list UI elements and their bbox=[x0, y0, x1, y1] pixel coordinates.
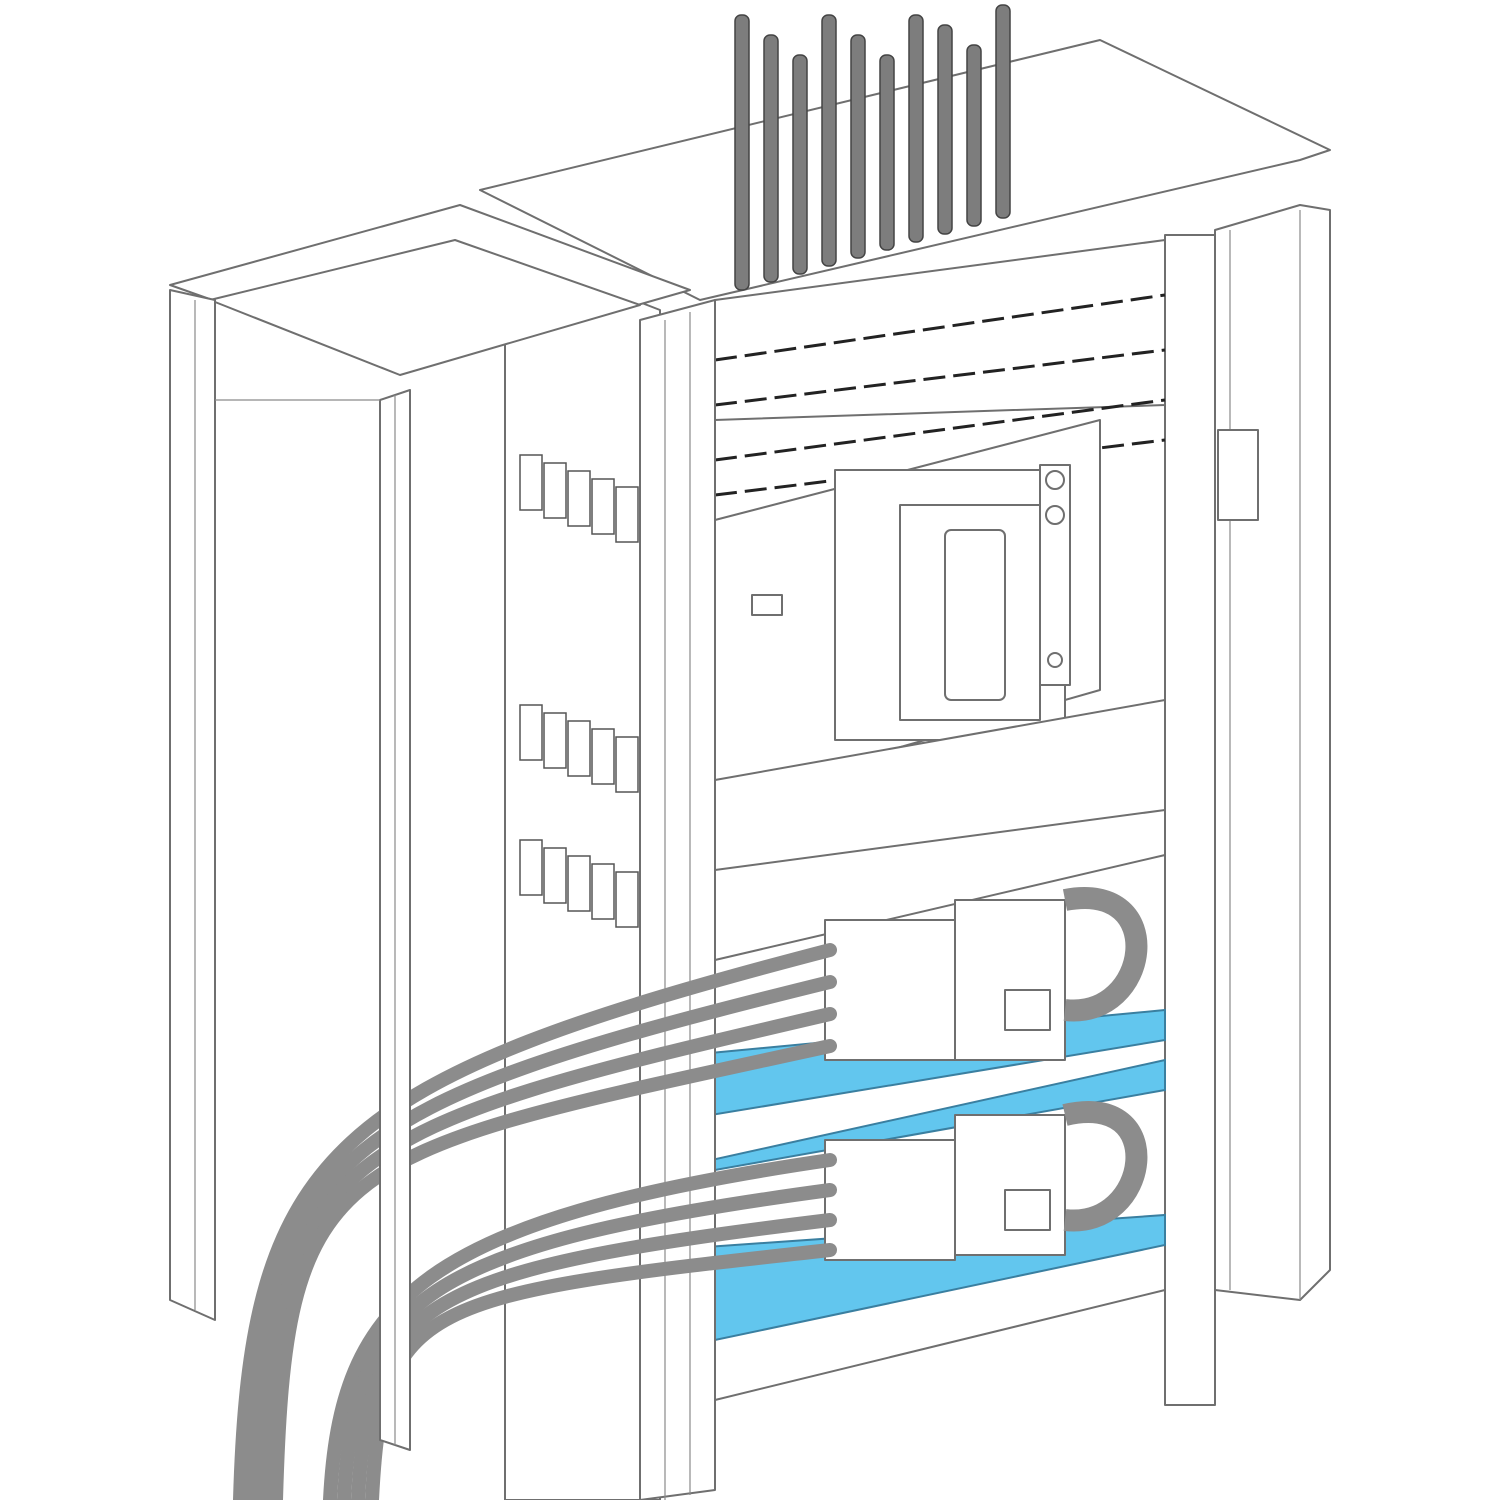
vertical-busbars bbox=[734, 4, 1011, 291]
switch-toggle bbox=[1004, 1189, 1051, 1231]
terminal-block bbox=[615, 736, 639, 793]
vertical-busbar bbox=[734, 14, 750, 291]
switch-toggle bbox=[1004, 989, 1051, 1031]
terminal-block bbox=[543, 847, 567, 904]
terminal-block bbox=[567, 855, 591, 912]
cable-upper bbox=[233, 943, 837, 1500]
vertical-busbar bbox=[850, 34, 866, 259]
vertical-busbar bbox=[995, 4, 1011, 219]
vertical-busbar bbox=[879, 54, 895, 251]
left-rear-post bbox=[169, 289, 216, 1321]
cable-lower bbox=[323, 1153, 837, 1500]
cable-lower bbox=[351, 1213, 837, 1500]
vertical-busbar bbox=[937, 24, 953, 235]
vertical-busbar bbox=[763, 34, 779, 283]
cable-lower bbox=[337, 1183, 837, 1500]
cable-upper bbox=[257, 1007, 837, 1500]
right-cabinet bbox=[479, 39, 1331, 1406]
cable-upper bbox=[269, 1039, 837, 1500]
terminal-block bbox=[543, 712, 567, 769]
terminal-block bbox=[615, 486, 639, 543]
right-side-panel bbox=[1214, 204, 1331, 1301]
middle-front-post bbox=[639, 299, 716, 1500]
vertical-busbar bbox=[792, 54, 808, 275]
switch-output-cable bbox=[1062, 1101, 1148, 1232]
terminal-block bbox=[591, 478, 615, 535]
switch-body bbox=[954, 899, 1066, 1061]
right-inner-post bbox=[1164, 234, 1216, 1406]
switch-terminal-block bbox=[824, 919, 956, 1061]
switch-upper bbox=[824, 887, 1148, 1061]
vertical-busbar bbox=[966, 44, 982, 227]
terminal-block bbox=[519, 839, 543, 896]
cable-upper bbox=[245, 975, 837, 1500]
terminal-block bbox=[543, 462, 567, 519]
terminal-block bbox=[567, 720, 591, 777]
circuit-breaker bbox=[714, 419, 1166, 871]
switch-terminal-block bbox=[824, 1139, 956, 1261]
vertical-busbar bbox=[908, 14, 924, 243]
side-cutout bbox=[1217, 429, 1259, 521]
terminal-block bbox=[567, 470, 591, 527]
cables bbox=[233, 943, 837, 1500]
label-plate bbox=[751, 594, 783, 616]
terminal-block bbox=[591, 863, 615, 920]
switch-lower bbox=[824, 1101, 1148, 1261]
breaker-accessories bbox=[1039, 464, 1071, 686]
terminal-block bbox=[591, 728, 615, 785]
left-column bbox=[169, 204, 691, 1451]
breaker-handle bbox=[944, 529, 1006, 701]
middle-column bbox=[504, 249, 716, 1500]
switch-output-cable bbox=[1062, 887, 1148, 1022]
vertical-busbar bbox=[821, 14, 837, 267]
switch-body bbox=[954, 1114, 1066, 1256]
terminal-block bbox=[519, 704, 543, 761]
terminal-block bbox=[615, 871, 639, 928]
terminal-block bbox=[519, 454, 543, 511]
left-top-opening bbox=[209, 239, 641, 376]
cable-lower bbox=[365, 1243, 837, 1500]
